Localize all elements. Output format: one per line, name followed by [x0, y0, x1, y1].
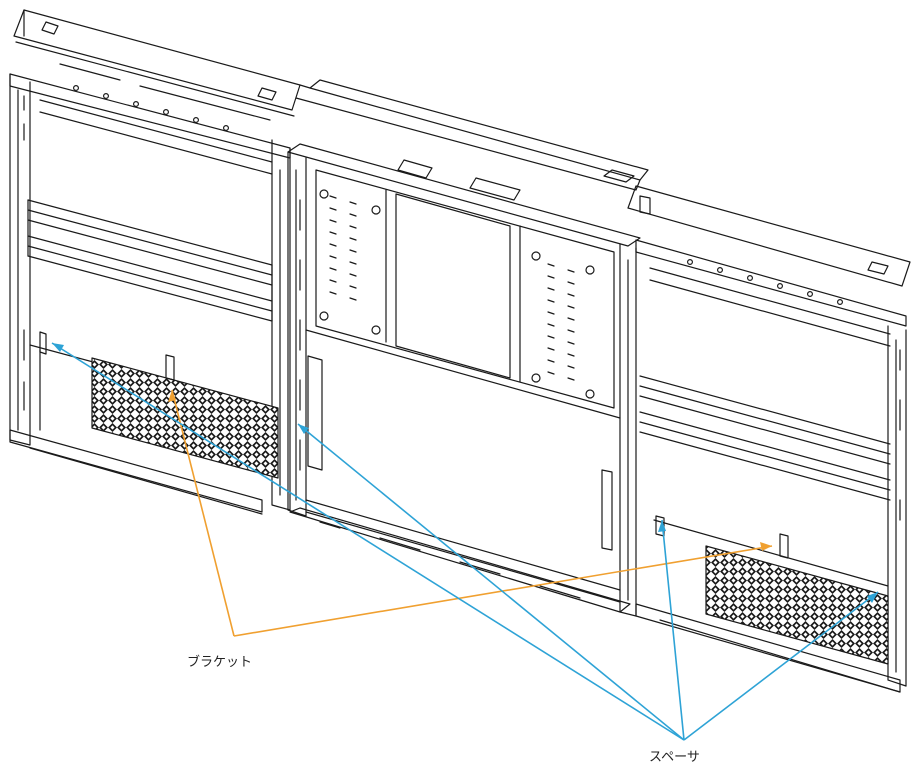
spacer-arrow-1: [51, 342, 685, 741]
right-frame: [627, 185, 911, 693]
spacer-arrow-2: [297, 423, 685, 741]
spacer-label: スペーサ: [649, 750, 700, 765]
bracket-arrow-left: [171, 389, 235, 637]
center-frame: [287, 79, 649, 617]
spacer-callout-arrows: [51, 342, 879, 741]
bracket-label: ブラケット: [187, 655, 253, 670]
spacer-arrow-3: [661, 519, 685, 741]
spacer-arrow-4: [683, 591, 879, 741]
left-frame: [9, 9, 301, 515]
